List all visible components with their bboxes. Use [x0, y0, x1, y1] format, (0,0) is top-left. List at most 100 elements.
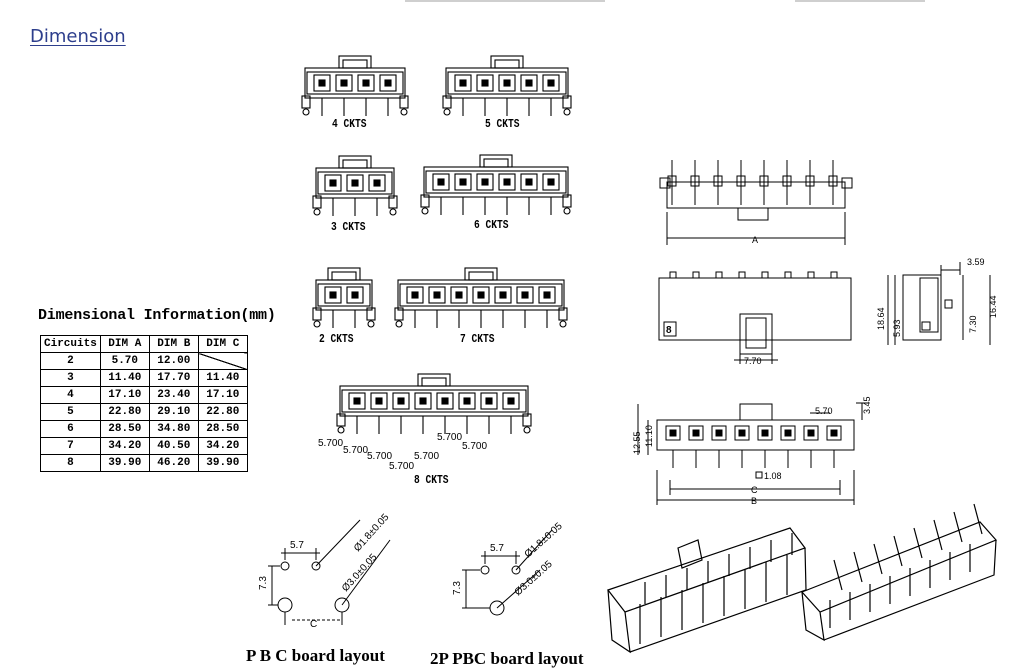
connector-8-ckts [336, 373, 532, 434]
top-divider-right [795, 0, 925, 2]
table-cell: 17.70 [148, 369, 199, 387]
table-cell: 3 [40, 369, 101, 387]
table-cell: 6 [40, 420, 101, 438]
peg [562, 95, 572, 109]
table-cell: 11.40 [197, 369, 248, 387]
contact-cavity [538, 286, 556, 304]
contact-cavity [370, 392, 388, 410]
tab [807, 271, 815, 279]
contact-cavity [428, 286, 446, 304]
dim-width-label: 7.70 [744, 356, 762, 366]
table-cell: 22.80 [99, 403, 150, 421]
dim-c-label: C [751, 485, 758, 495]
tab [784, 271, 792, 279]
dim-a-label: A [752, 235, 758, 245]
dim-3-45: 3.45 [862, 396, 872, 414]
contact-cavity [454, 74, 472, 92]
table-cell: 39.90 [99, 454, 150, 472]
dim-12-55: 12.55 [632, 431, 642, 454]
variant-label-8-ckts: 8 CKTS [414, 473, 449, 487]
table-cell: 4 [40, 386, 101, 404]
isometric-view-right [800, 503, 998, 642]
table-cell: 34.20 [197, 437, 248, 455]
top-divider-left [405, 0, 605, 2]
table-header-row: Circuits DIM A DIM B DIM C [40, 335, 248, 353]
pcb-row-label: 7.3 [258, 576, 269, 590]
circuit-marker: 8 [666, 325, 672, 336]
pitch-label: 5.700 [343, 445, 368, 456]
dim-16-44: 16.44 [988, 295, 998, 318]
connector-3-ckts [312, 155, 398, 216]
section-title[interactable]: Dimension [30, 26, 126, 47]
table-cell: 28.50 [99, 420, 150, 438]
variant-label-4-ckts: 4 CKTS [332, 117, 367, 131]
contact-cavity [711, 425, 727, 441]
table-cell: 39.90 [197, 454, 248, 472]
dim-3-59: 3.59 [967, 257, 985, 267]
table-cell: 34.80 [148, 420, 199, 438]
contact-cavity [520, 74, 538, 92]
tab [830, 271, 838, 279]
pcb-pitch-label: 5.7 [290, 540, 304, 551]
peg [399, 95, 409, 109]
tab [669, 271, 677, 279]
variant-label-2-ckts: 2 CKTS [319, 332, 354, 346]
contact-cavity [826, 425, 842, 441]
contact-cavity [335, 74, 353, 92]
tab [761, 271, 769, 279]
variant-label-5-ckts: 5 CKTS [485, 117, 520, 131]
table-row: 4 17.10 23.40 17.10 [40, 386, 248, 404]
contact-cavity [313, 74, 331, 92]
table-cell: 17.10 [99, 386, 150, 404]
contact-cavity [324, 174, 342, 192]
table-row: 7 34.20 40.50 34.20 [40, 437, 248, 455]
contact-cavity [406, 286, 424, 304]
contact-cavity [803, 425, 819, 441]
connector-7-ckts [394, 267, 568, 328]
peg [388, 195, 398, 209]
table-cell: 12.00 [148, 352, 199, 370]
tab [738, 271, 746, 279]
table-cell: 5.70 [99, 352, 150, 370]
contact-cavity [494, 286, 512, 304]
dim-b-label: B [751, 496, 757, 506]
dimension-table: Circuits DIM A DIM B DIM C 2 5.70 12.00 … [40, 335, 248, 472]
table-cell: 34.20 [99, 437, 150, 455]
contact-cavity [757, 425, 773, 441]
contact-cavity [324, 286, 342, 304]
table-cell: 23.40 [148, 386, 199, 404]
contact-cavity [502, 392, 520, 410]
isometric-view-left [607, 527, 807, 654]
pitch-label: 5.700 [414, 451, 439, 462]
connector-4-ckts [301, 55, 409, 116]
peg [312, 195, 322, 209]
contact-cavity [498, 74, 516, 92]
contact-cavity [458, 392, 476, 410]
column-header: DIM A [99, 335, 150, 353]
table-cell: 46.20 [148, 454, 199, 472]
pcb2-hole-small-label: Ø1.8±0.05 [523, 521, 565, 561]
contact-cavity [346, 286, 364, 304]
pitch-label: 5.700 [437, 432, 462, 443]
column-header: DIM C [197, 335, 248, 353]
connector-5-ckts [442, 55, 572, 116]
dim-5-70: 5.70 [815, 406, 833, 416]
table-row: 8 39.90 46.20 39.90 [40, 454, 248, 472]
table-cell: 5 [40, 403, 101, 421]
pcb-layout-caption: P B C board layout [246, 646, 385, 665]
table-title: Dimensional Information(mm) [38, 307, 276, 324]
contact-cavity [542, 173, 560, 191]
contact-cavity [665, 425, 681, 441]
column-header: DIM B [148, 335, 199, 353]
table-cell: 22.80 [197, 403, 248, 421]
contact-cavity [688, 425, 704, 441]
dim-5-93: 5.93 [892, 319, 902, 337]
table-cell: 8 [40, 454, 101, 472]
pcb2-row-label: 7.3 [452, 581, 463, 595]
variant-label-6-ckts: 6 CKTS [474, 218, 509, 232]
column-header: Circuits [40, 335, 101, 353]
peg [522, 413, 532, 427]
contact-cavity [392, 392, 410, 410]
peg [420, 194, 430, 208]
table-cell: 7 [40, 437, 101, 455]
